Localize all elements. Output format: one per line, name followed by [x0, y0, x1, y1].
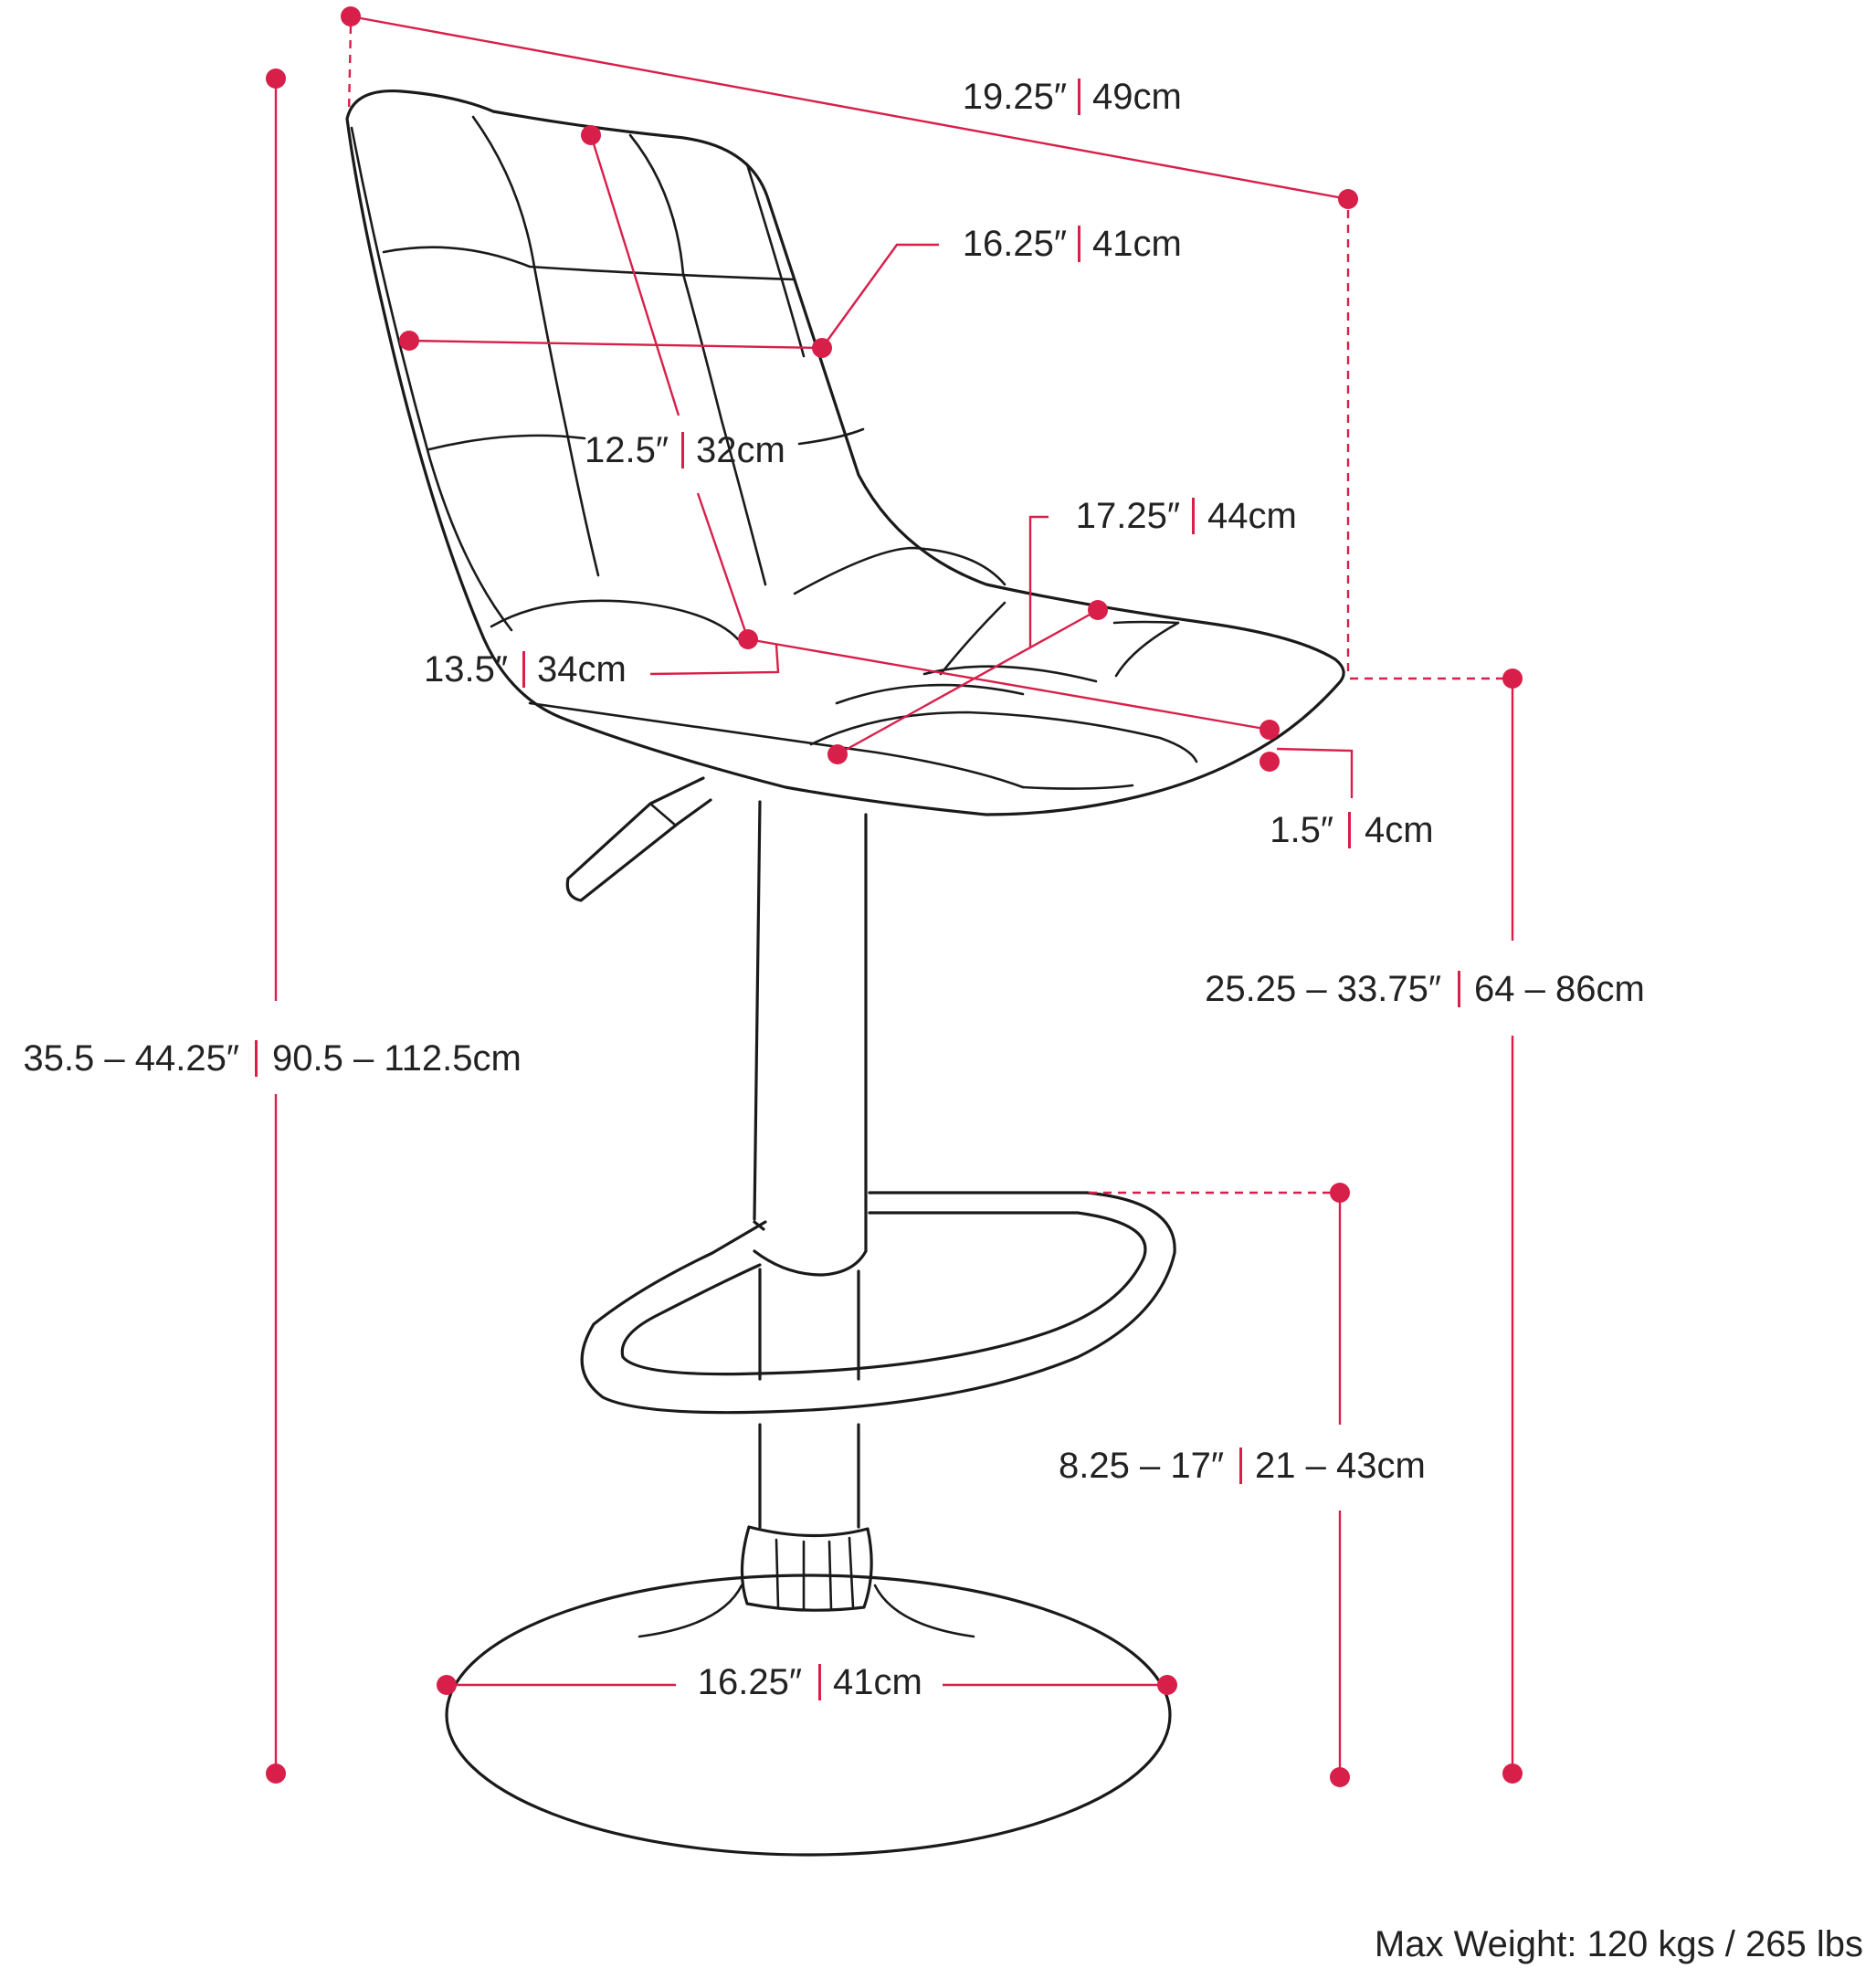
overall-depth-dot-right — [1338, 189, 1358, 209]
seat-front-edge — [528, 701, 1025, 789]
back-seam-1 — [471, 115, 600, 577]
seat-cushion-seam-4 — [835, 683, 1025, 705]
base-diameter-imperial: 16.25″ — [698, 1662, 802, 1702]
max-weight-note: Max Weight: 120 kgs / 265 lbs — [1375, 1924, 1863, 1964]
overall-height-dot-top — [266, 68, 286, 89]
back-row-seam-1 — [382, 246, 796, 281]
back-width-metric: 41cm — [1092, 224, 1182, 264]
back-row-seam-3 — [797, 427, 865, 446]
gas-lever — [565, 776, 712, 902]
seat-width-leader — [1028, 515, 1049, 647]
seat-depth-imperial: 13.5″ — [424, 649, 508, 689]
collar-rib-1 — [775, 1538, 780, 1609]
seat-depth-line — [747, 637, 1270, 732]
seat-cushion-seam-1 — [490, 599, 740, 641]
seat-height-dot-top — [1502, 668, 1523, 689]
dimension-lines — [266, 6, 1523, 1787]
footrest-height-metric: 21 – 43cm — [1255, 1446, 1426, 1486]
gas-lever-joint — [648, 802, 678, 827]
overall-depth-dot-left — [341, 6, 361, 26]
overall-height-metric: 90.5 – 112.5cm — [272, 1038, 522, 1079]
footrest-height-dot-bottom — [1330, 1767, 1350, 1787]
seat-depth-dot-right — [1259, 720, 1280, 740]
base-curve-right — [873, 1584, 975, 1638]
base-curve-left — [638, 1584, 743, 1638]
seat-height-separator — [1458, 971, 1460, 1007]
overall-depth-line — [350, 15, 1349, 201]
footrest-height-separator — [1239, 1447, 1242, 1484]
seat-height-imperial: 25.25 – 33.75″ — [1205, 969, 1441, 1009]
overall-depth-separator — [1078, 79, 1080, 115]
base-diameter-dot-left — [437, 1675, 457, 1695]
base-diameter-dot-right — [1157, 1675, 1177, 1695]
seat-thickness-leader — [1276, 747, 1354, 798]
seat-thickness-separator — [1348, 812, 1351, 848]
back-height-line-top — [589, 134, 680, 416]
overall-depth-drop-left — [347, 25, 353, 114]
stool-drawing — [345, 89, 1345, 1857]
seat-cushion-seam-6 — [1112, 620, 1180, 625]
seat-width-line — [837, 608, 1099, 756]
seat-width-dot-right — [1088, 600, 1108, 620]
footrest-ring-outer — [580, 1191, 1176, 1415]
back-height-imperial: 12.5″ — [585, 430, 669, 470]
back-seam-3 — [745, 163, 806, 358]
back-height-separator — [681, 432, 684, 468]
back-width-imperial: 16.25″ — [963, 224, 1067, 264]
seat-width-dot-left — [827, 744, 848, 764]
seat-cushion-seam-5 — [809, 711, 1198, 763]
seat-depth-separator — [522, 651, 525, 688]
overall-height-separator — [255, 1040, 258, 1077]
collar-rib-4 — [848, 1536, 855, 1609]
base-diameter-metric: 41cm — [833, 1662, 922, 1702]
seat-height-metric: 64 – 86cm — [1474, 969, 1645, 1009]
back-width-leader — [821, 243, 939, 349]
back-width-separator — [1078, 226, 1080, 262]
back-row-seam-2 — [427, 434, 586, 451]
seat-width-metric: 44cm — [1207, 496, 1297, 536]
overall-depth-metric: 49cm — [1092, 77, 1182, 117]
footrest-ring-inner — [620, 1211, 1147, 1376]
base-collar — [740, 1525, 873, 1612]
back-seam-2 — [628, 133, 767, 586]
overall-height-dot-bottom — [266, 1763, 286, 1784]
column-left-upper — [753, 800, 762, 1221]
seat-depth-leader — [649, 644, 780, 676]
seat-depth-metric: 34cm — [537, 649, 627, 689]
seat-thickness-imperial: 1.5″ — [1270, 810, 1333, 850]
base-diameter-separator — [818, 1664, 821, 1700]
back-width-dot-left — [399, 331, 419, 351]
seat-cushion-seam-8 — [1114, 621, 1180, 678]
seat-cushion-seam-7 — [939, 601, 1007, 676]
seat-cushion-seam-2 — [793, 546, 1007, 595]
back-height-line-bottom — [696, 492, 750, 640]
footrest-arm — [753, 1220, 765, 1231]
dimension-labels: 19.25″ 49cm 16.25″ 41cm 12.5″ 32cm 17.25… — [23, 77, 1863, 1964]
back-width-line — [408, 339, 823, 350]
seat-width-imperial: 17.25″ — [1076, 496, 1180, 536]
overall-depth-imperial: 19.25″ — [963, 77, 1067, 117]
footrest-height-dot-top — [1330, 1183, 1350, 1203]
seat-edge-seam — [1021, 784, 1134, 790]
footrest-height-imperial: 8.25 – 17″ — [1059, 1446, 1224, 1486]
back-height-dot-top — [581, 125, 601, 145]
seat-width-separator — [1192, 498, 1195, 534]
overall-height-imperial: 35.5 – 44.25″ — [23, 1038, 239, 1079]
round-base — [445, 1574, 1172, 1857]
seat-thickness-metric: 4cm — [1365, 810, 1434, 850]
seat-cushion-seam-3 — [922, 665, 1098, 683]
backrest-outline — [345, 89, 1345, 816]
back-height-metric: 32cm — [696, 430, 785, 470]
backrest-rim — [350, 126, 513, 632]
seat-height-dot-bottom — [1502, 1763, 1523, 1784]
seat-thickness-dot-bottom — [1259, 752, 1280, 772]
column-collar — [753, 1249, 868, 1277]
